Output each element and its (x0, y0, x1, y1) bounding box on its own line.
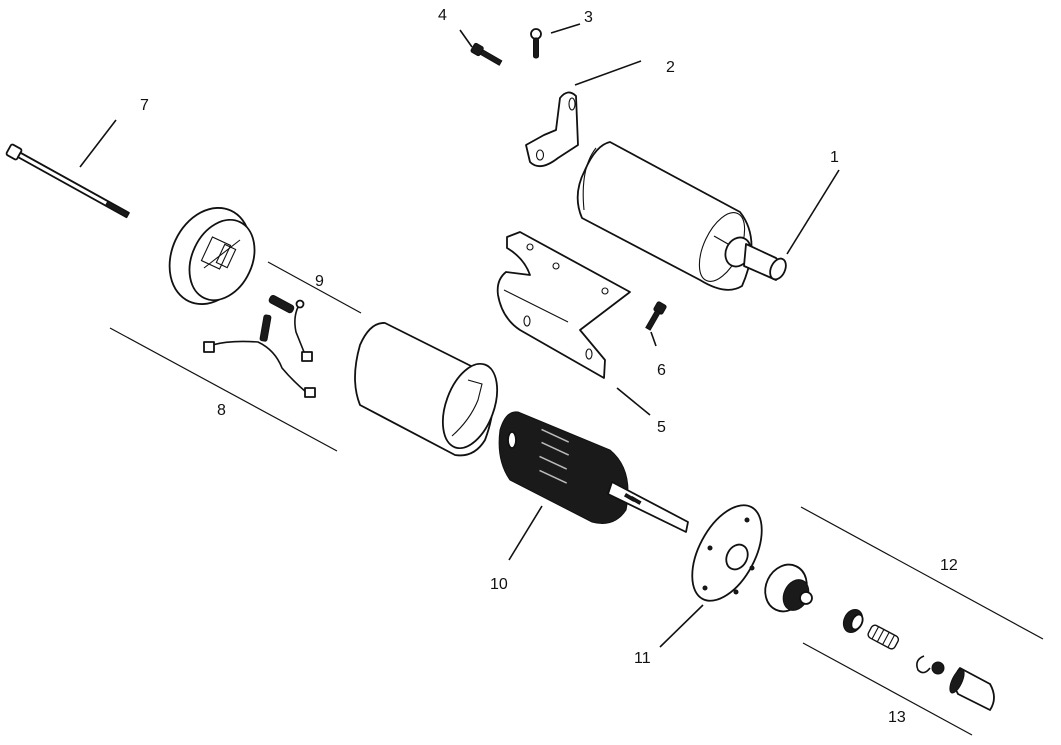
callout-6: 6 (657, 362, 666, 379)
callout-1: 1 (830, 149, 839, 166)
end-cap-part-9 (168, 207, 362, 314)
large-bracket-part-5 (496, 231, 651, 416)
callout-7: 7 (140, 97, 149, 114)
callout-11: 11 (634, 650, 651, 667)
callout-10: 10 (490, 576, 508, 593)
callout-13: 13 (888, 709, 906, 726)
callout-labels: 1 2 3 4 5 6 7 8 9 10 11 12 13 (140, 7, 958, 726)
callout-2: 2 (666, 59, 675, 76)
bolt-part-4 (459, 29, 503, 66)
callout-3: 3 (584, 9, 593, 26)
callout-9: 9 (315, 273, 324, 290)
brush-kit-part-8 (109, 295, 338, 452)
drive-end-cap-part-11 (659, 504, 763, 648)
starter-motor-part-1 (576, 141, 840, 291)
armature-part-10 (498, 411, 689, 561)
callout-4: 4 (438, 7, 447, 24)
screw-part-3 (530, 23, 581, 59)
drive-kit-components-part-13 (802, 608, 995, 736)
callout-5: 5 (657, 419, 666, 436)
small-bracket-part-2 (525, 60, 642, 168)
callout-12: 12 (940, 557, 958, 574)
drive-kit-part-12 (764, 506, 1044, 640)
field-housing-tube (354, 322, 499, 457)
bolt-part-6 (645, 301, 667, 347)
callout-8: 8 (217, 402, 226, 419)
through-bolt-part-7 (5, 119, 130, 219)
